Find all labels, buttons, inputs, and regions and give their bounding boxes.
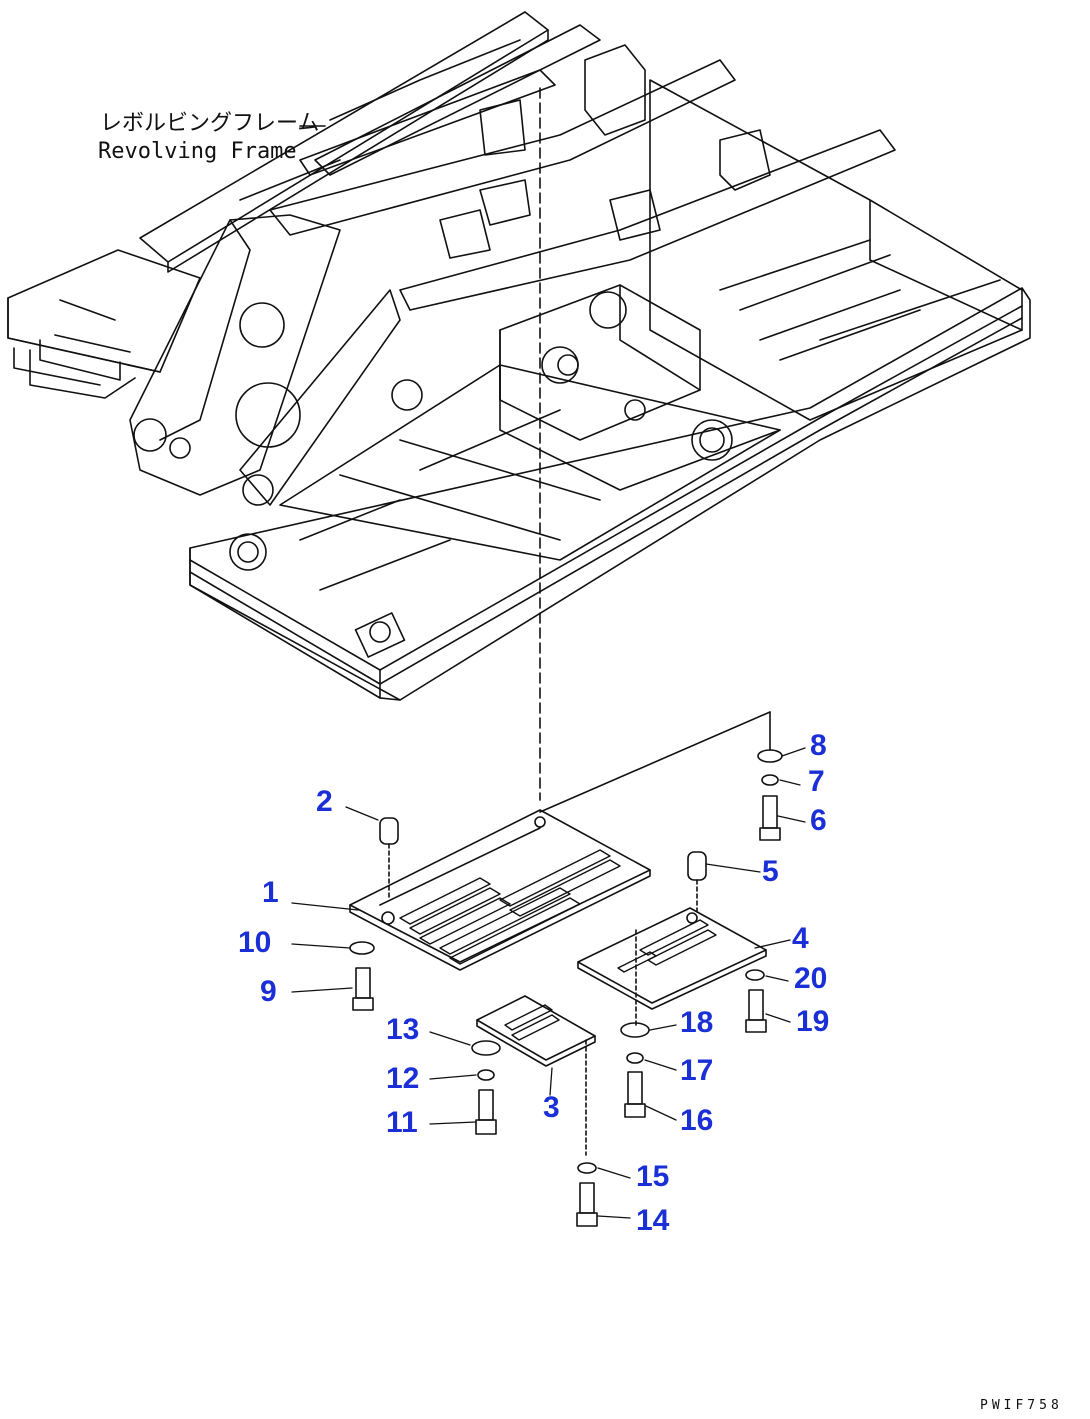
callout-13: 13	[386, 1013, 420, 1046]
callout-16: 16	[680, 1104, 714, 1137]
callout-5: 5	[762, 855, 779, 888]
callout-7: 7	[808, 765, 825, 798]
callout-15: 15	[636, 1160, 670, 1193]
callout-17: 17	[680, 1054, 714, 1087]
callout-20: 20	[794, 962, 828, 995]
callout-6: 6	[810, 804, 827, 837]
callout-8: 8	[810, 729, 827, 762]
frame-label-jp: レボルビングフレーム	[100, 111, 320, 136]
fasteners-14-15	[576, 1162, 598, 1227]
fastener-stack-6-7-8	[539, 711, 783, 841]
callout-11: 11	[386, 1106, 418, 1139]
fasteners-16-17-18	[620, 1022, 650, 1118]
callout-12: 12	[386, 1062, 420, 1095]
callout-3: 3	[543, 1091, 560, 1124]
callout-10: 10	[238, 926, 272, 959]
revolving-frame-drawing	[7, 11, 1031, 701]
callout-18: 18	[680, 1006, 714, 1039]
pin-5	[687, 851, 707, 916]
callout-leaders	[291, 747, 806, 1219]
callout-9: 9	[260, 975, 277, 1008]
frame-label-en: Revolving Frame	[98, 139, 297, 164]
callout-4: 4	[792, 922, 809, 955]
callout-14: 14	[636, 1204, 670, 1237]
cover-plate-1	[349, 809, 651, 971]
callout-1: 1	[262, 876, 279, 909]
callout-19: 19	[796, 1005, 830, 1038]
fasteners-9-10	[349, 941, 375, 1011]
cover-plate-4	[577, 907, 767, 1026]
fasteners-11-12-13	[471, 1040, 501, 1135]
drawing-code: PWIF758	[980, 1398, 1063, 1413]
callout-2: 2	[316, 785, 333, 818]
fasteners-19-20	[745, 969, 767, 1033]
pin-2	[379, 817, 399, 901]
cover-plate-3	[476, 995, 596, 1156]
